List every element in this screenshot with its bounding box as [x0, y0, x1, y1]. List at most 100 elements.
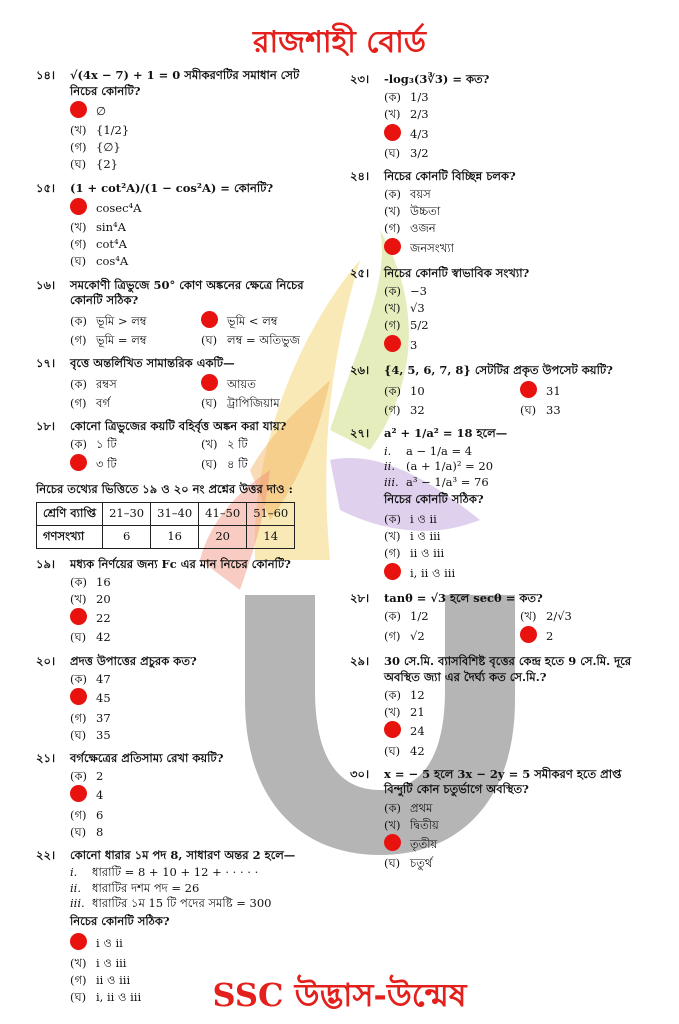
option-item[interactable]: (ঘ){2}	[70, 157, 326, 174]
option-item[interactable]: (ক)2	[70, 768, 326, 785]
option-text: 22	[96, 611, 111, 626]
question-number: ১৬।	[36, 277, 56, 292]
option-item[interactable]: আয়ত	[201, 373, 326, 396]
option-label: (খ)	[520, 609, 537, 624]
option-item[interactable]: (খ)√3	[384, 301, 650, 318]
option-item[interactable]: (খ){1/2}	[70, 123, 326, 140]
option-item[interactable]: (ক)−3	[384, 284, 650, 301]
option-item[interactable]: (গ)ভূমি = লম্ব	[70, 332, 195, 349]
option-item[interactable]: (ক)1/3	[384, 90, 650, 107]
option-item[interactable]: (ক)বয়স	[384, 187, 650, 204]
question-number: ২২।	[36, 847, 56, 862]
option-item[interactable]: (খ)দ্বিতীয়	[384, 817, 650, 834]
question-number: ২০।	[36, 653, 56, 668]
option-item[interactable]: (গ)5/2	[384, 318, 650, 335]
option-item[interactable]: 4	[70, 785, 326, 807]
option-item[interactable]: 4/3	[384, 123, 650, 146]
option-label: (ঘ)	[70, 727, 87, 742]
option-item[interactable]: (খ)২ টি	[201, 437, 326, 454]
option-item[interactable]: (গ)বর্গ	[70, 395, 195, 412]
option-label: (ক)	[384, 688, 402, 703]
option-item[interactable]: (খ)i ও iii	[70, 955, 326, 972]
option-item[interactable]: cosec⁴A	[70, 198, 326, 220]
option-item[interactable]: (ঘ)42	[70, 630, 326, 647]
option-item[interactable]: (গ)ii ও iii	[384, 546, 650, 563]
option-item[interactable]: (খ)2/√3	[520, 609, 650, 626]
option-text: ∅	[96, 104, 107, 119]
option-text: 10	[410, 383, 425, 398]
option-item[interactable]: (খ)i ও iii	[384, 529, 650, 546]
option-item[interactable]: 22	[70, 608, 326, 630]
option-label	[384, 562, 410, 585]
option-item[interactable]: (ক)47	[70, 671, 326, 688]
option-item[interactable]: i ও ii	[70, 933, 326, 955]
option-label: (ক)	[70, 769, 88, 784]
option-item[interactable]: (ক)i ও ii	[384, 512, 650, 529]
option-item[interactable]: (ঘ)3/2	[384, 145, 650, 162]
option-label: (খ)	[70, 220, 87, 235]
option-label: (ক)	[384, 512, 402, 527]
option-item[interactable]: (খ)21	[384, 704, 650, 721]
statement-item: i.ধারাটি = 8 + 10 + 12 + · · · · ·	[70, 865, 326, 881]
option-item[interactable]: (ঘ)ট্রাপিজিয়াম	[201, 395, 326, 412]
option-item[interactable]: (ঘ)৪ টি	[201, 454, 326, 476]
option-item[interactable]: (ক)ভূমি > লম্ব	[70, 311, 195, 333]
option-text: {2}	[96, 157, 118, 172]
option-label: (খ)	[384, 705, 401, 720]
option-item[interactable]: (ঘ)লম্ব = অতিভুজ	[201, 332, 326, 349]
option-item[interactable]: (ক)1/2	[384, 609, 514, 626]
option-item[interactable]: (ক)12	[384, 687, 650, 704]
option-item[interactable]: (ঘ)i, ii ও iii	[70, 989, 326, 1006]
option-item[interactable]: (খ)উচ্চতা	[384, 204, 650, 221]
option-item[interactable]: (গ)32	[384, 402, 514, 419]
option-item[interactable]: (খ)sin⁴A	[70, 220, 326, 237]
option-label: (ঘ)	[70, 254, 87, 269]
option-item[interactable]: (গ)√2	[384, 626, 514, 648]
option-item[interactable]: (গ)cot⁴A	[70, 237, 326, 254]
option-label: (খ)	[201, 437, 218, 452]
option-item[interactable]: (খ)20	[70, 591, 326, 608]
option-label: (ঘ)	[384, 856, 401, 871]
option-item[interactable]: (ঘ)cos⁴A	[70, 254, 326, 271]
option-item[interactable]: (গ)ওজন	[384, 221, 650, 238]
option-item[interactable]: (ঘ)চতুর্থ	[384, 855, 650, 872]
question-number: ১৪।	[36, 68, 56, 82]
option-label: (ঘ)	[70, 824, 87, 839]
option-item[interactable]: (গ)6	[70, 807, 326, 824]
option-item[interactable]: (খ)2/3	[384, 107, 650, 124]
question-body: কোনো ধারার ১ম পদ 8, সাধারণ অন্তর 2 হলে—i…	[70, 848, 326, 1006]
option-item[interactable]: (ক)১ টি	[70, 437, 195, 454]
option-item[interactable]: ৩ টি	[70, 453, 195, 476]
option-item[interactable]: (ক)প্রথম	[384, 800, 650, 817]
option-item[interactable]: ভূমি < লম্ব	[201, 310, 326, 333]
statement-item: ii.(a + 1/a)² = 20	[384, 459, 650, 475]
statement-label: iii.	[70, 896, 85, 911]
option-item[interactable]: 31	[520, 380, 650, 403]
option-item[interactable]: i, ii ও iii	[384, 562, 650, 585]
option-item[interactable]: (গ){∅}	[70, 140, 326, 157]
option-item[interactable]: (ঘ)33	[520, 402, 650, 419]
option-item[interactable]: (ক)16	[70, 574, 326, 591]
question-item: ২২। কোনো ধারার ১ম পদ 8, সাধারণ অন্তর 2 হল…	[36, 848, 326, 1006]
option-item[interactable]: (ঘ)8	[70, 824, 326, 841]
answer-marker-icon	[201, 373, 218, 391]
option-item[interactable]: তৃতীয়	[384, 833, 650, 856]
option-item[interactable]: 45	[70, 688, 326, 710]
option-item[interactable]: 24	[384, 721, 650, 743]
option-item[interactable]: জনসংখ্যা	[384, 237, 650, 260]
option-item[interactable]: (গ)37	[70, 710, 326, 727]
option-item[interactable]: (ক)10	[384, 381, 514, 403]
option-label	[70, 688, 96, 710]
option-label	[384, 123, 410, 146]
option-item[interactable]: 3	[384, 334, 650, 357]
option-item[interactable]: ∅	[70, 101, 326, 123]
option-item[interactable]: (ঘ)35	[70, 727, 326, 744]
question-stem: সমকোণী ত্রিভুজে 50° কোণ অঙ্কনের ক্ষেত্রে…	[70, 277, 304, 308]
option-text: ১ টি	[96, 437, 117, 452]
statement-label: i.	[384, 443, 392, 458]
option-text: তৃতীয়	[410, 836, 438, 851]
option-item[interactable]: (ঘ)42	[384, 743, 650, 760]
option-item[interactable]: (গ)ii ও iii	[70, 972, 326, 989]
option-item[interactable]: (ক)রম্বস	[70, 374, 195, 396]
option-item[interactable]: 2	[520, 625, 650, 648]
